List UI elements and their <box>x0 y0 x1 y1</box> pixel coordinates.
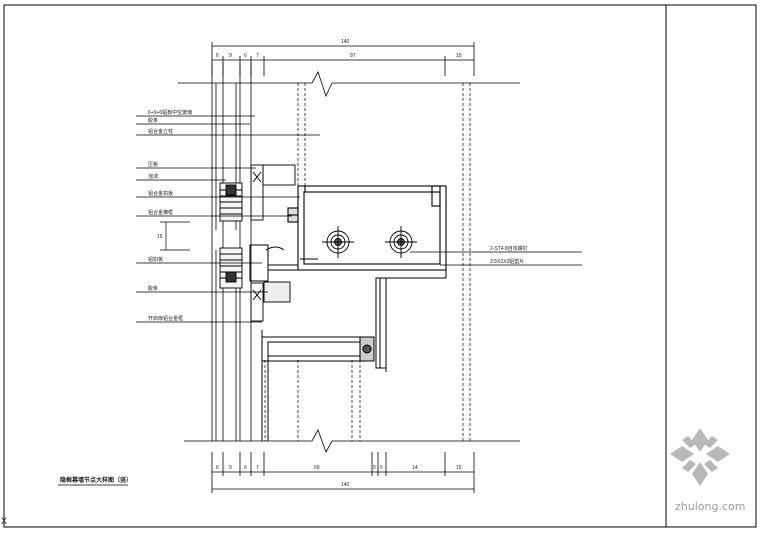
dimension-bottom <box>211 452 475 493</box>
corner-mark: X <box>1 516 7 526</box>
label-screws: 2-ST4.8自攻螺钉 <box>490 245 528 252</box>
label-foam: 泡沫 <box>148 173 158 180</box>
label-mullion: 铝合金立柱 <box>148 128 173 135</box>
dim-bottom-seg-6: 5 <box>373 465 376 471</box>
dim-top-seg-4: 7 <box>256 53 259 59</box>
label-rubber-strip-1: 胶条 <box>148 117 158 124</box>
lower-frame <box>249 244 447 372</box>
dim-top-seg-3: 6 <box>244 53 247 59</box>
label-cap: 铝扣板 <box>148 256 163 263</box>
label-glass: 6+9+6铝板中空玻璃 <box>148 109 192 116</box>
gap-dimension <box>160 221 190 251</box>
label-transom: 铝合金横框 <box>148 209 173 216</box>
label-sash-frame: 开启扇铝合金框 <box>148 315 183 322</box>
dim-top-seg-1: 6 <box>216 53 219 59</box>
screw-hole-left <box>322 226 354 258</box>
drawing-title: 隐框幕墙节点大样图（竖） <box>60 476 132 484</box>
dim-bottom-seg-7: 5 <box>380 465 383 471</box>
dim-bottom-seg-2: 9 <box>229 465 232 471</box>
upper-fixing <box>219 164 296 222</box>
screw-hole-right <box>385 226 417 258</box>
watermark-logo <box>670 428 730 486</box>
dim-bottom-seg-4: 7 <box>256 465 259 471</box>
gap-dimension-value: 15 <box>157 234 163 240</box>
label-pressure-plate: 压板 <box>148 161 158 168</box>
dim-bottom-overall: 140 <box>341 482 350 488</box>
dim-top-seg-6: 15 <box>456 53 462 59</box>
break-line-bottom <box>184 429 520 453</box>
dim-top-seg-2: 9 <box>229 53 232 59</box>
dim-bottom-seg-3: 6 <box>244 465 247 471</box>
frame-outer <box>3 4 757 528</box>
dim-bottom-seg-1: 6 <box>216 465 219 471</box>
watermark-text: zhulong.com <box>675 500 745 513</box>
sash-frame <box>261 330 375 441</box>
dim-bottom-seg-9: 15 <box>456 465 462 471</box>
dim-top-seg-5: 97 <box>350 53 356 59</box>
transom-profile <box>287 185 447 271</box>
lower-fixing <box>219 247 291 322</box>
dim-bottom-seg-5: 69 <box>314 465 320 471</box>
leader-lines-right <box>410 251 582 266</box>
hidden-lines <box>264 83 471 441</box>
leader-lines-left <box>136 115 320 323</box>
label-cover-plate: 铝合金扣板 <box>148 190 173 197</box>
dim-top-overall: 140 <box>341 39 350 45</box>
break-line-top <box>178 71 520 98</box>
label-rubber-strip-2: 胶条 <box>148 285 158 292</box>
dim-bottom-seg-8: 14 <box>412 465 418 471</box>
label-spacer: 3.5X3X3铝垫片 <box>490 258 524 265</box>
